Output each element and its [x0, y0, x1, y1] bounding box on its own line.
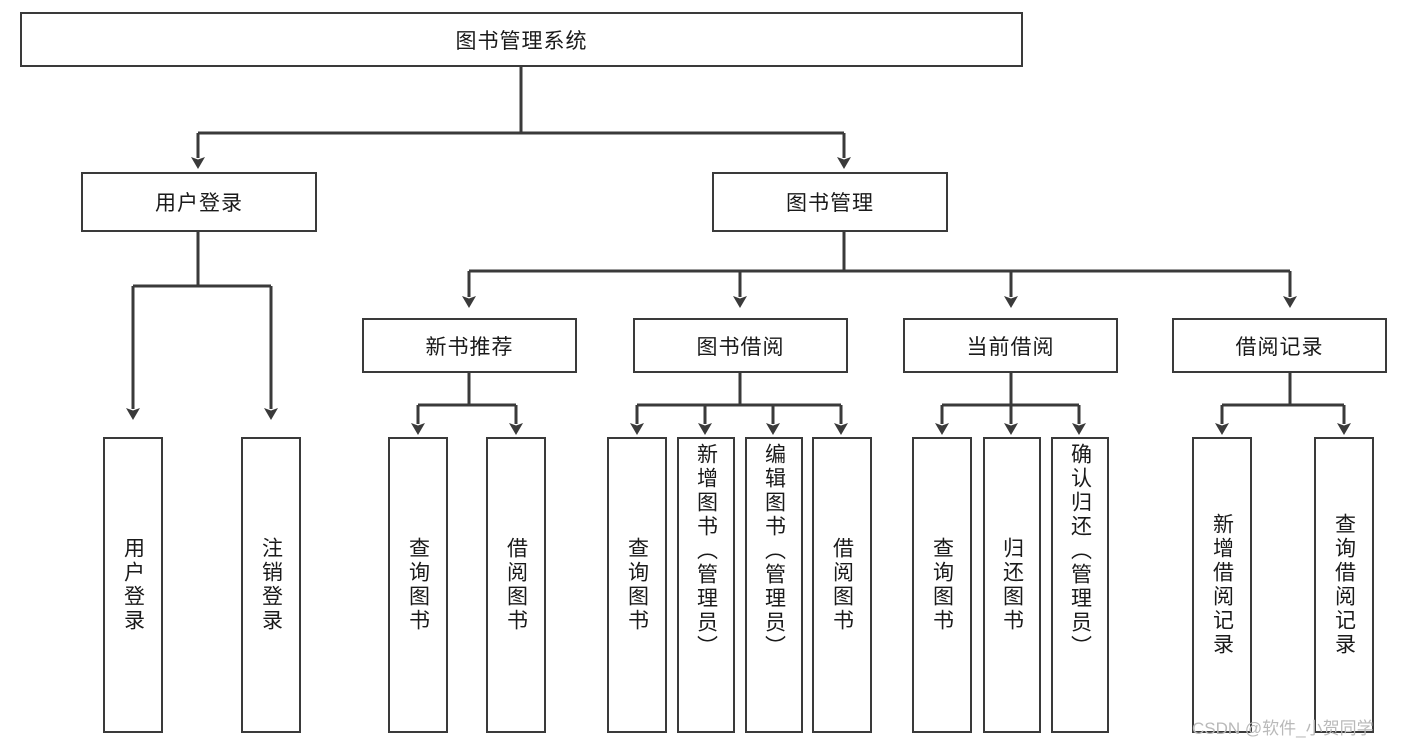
- leaf-add-borrow-record[interactable]: 新增借阅记录: [1192, 437, 1252, 733]
- leaf-query-borrow-record[interactable]: 查询借阅记录: [1314, 437, 1374, 733]
- node-label: 新书推荐: [425, 335, 514, 359]
- leaf-return-book[interactable]: 归还图书: [983, 437, 1041, 733]
- leaf-add-book-admin[interactable]: 新增图书（管理员）: [677, 437, 735, 733]
- leaf-confirm-return-admin[interactable]: 确认归还（管理员）: [1051, 437, 1109, 733]
- leaf-query-book-recommend[interactable]: 查询图书: [388, 437, 448, 733]
- node-book-borrow[interactable]: 图书借阅: [633, 318, 848, 373]
- node-label: 确认归还（管理员）: [1068, 443, 1092, 659]
- node-root-system[interactable]: 图书管理系统: [20, 12, 1023, 67]
- node-label: 图书借阅: [696, 335, 785, 359]
- leaf-logout[interactable]: 注销登录: [241, 437, 301, 733]
- node-label: 借阅图书: [504, 537, 528, 633]
- leaf-query-book-current[interactable]: 查询图书: [912, 437, 972, 733]
- node-borrow-record[interactable]: 借阅记录: [1172, 318, 1387, 373]
- leaf-edit-book-admin[interactable]: 编辑图书（管理员）: [745, 437, 803, 733]
- leaf-borrow-book[interactable]: 借阅图书: [812, 437, 872, 733]
- node-label: 查询图书: [406, 537, 430, 633]
- node-label: 借阅记录: [1235, 335, 1324, 359]
- leaf-borrow-book-recommend[interactable]: 借阅图书: [486, 437, 546, 733]
- leaf-query-book-borrow[interactable]: 查询图书: [607, 437, 667, 733]
- node-label: 注销登录: [259, 537, 283, 633]
- node-label: 查询图书: [930, 537, 954, 633]
- node-book-management[interactable]: 图书管理: [712, 172, 948, 232]
- node-label: 用户登录: [121, 537, 145, 633]
- node-label: 当前借阅: [966, 335, 1055, 359]
- node-label: 编辑图书（管理员）: [762, 443, 786, 659]
- node-current-borrow[interactable]: 当前借阅: [903, 318, 1118, 373]
- watermark-text: CSDN @软件_小贺同学: [1192, 719, 1374, 738]
- node-label: 查询图书: [625, 537, 649, 633]
- node-user-login[interactable]: 用户登录: [81, 172, 317, 232]
- node-label: 新增图书（管理员）: [694, 443, 718, 659]
- node-label: 查询借阅记录: [1332, 513, 1356, 657]
- node-label: 归还图书: [1000, 537, 1024, 633]
- node-label: 借阅图书: [830, 537, 854, 633]
- leaf-user-login[interactable]: 用户登录: [103, 437, 163, 733]
- node-label: 图书管理系统: [455, 29, 588, 53]
- node-label: 新增借阅记录: [1210, 513, 1234, 657]
- node-label: 图书管理: [786, 192, 874, 215]
- node-new-book-recommend[interactable]: 新书推荐: [362, 318, 577, 373]
- node-label: 用户登录: [155, 192, 243, 215]
